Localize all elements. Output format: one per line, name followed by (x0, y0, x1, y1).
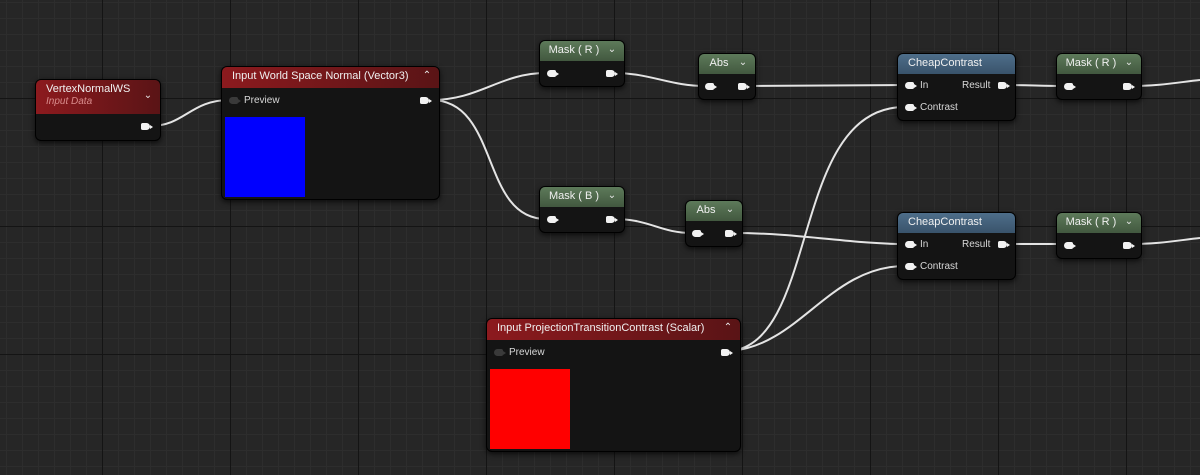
output-pin[interactable] (606, 216, 618, 223)
wire-maskr-right-top-out (1131, 79, 1200, 87)
result-pin[interactable] (998, 82, 1010, 89)
wire-worldnormal-to-maskb (430, 99, 547, 220)
node-header[interactable]: CheapContrast (898, 213, 1015, 233)
output-pin[interactable] (420, 97, 432, 104)
wire-projection-to-contrast-bottom (730, 265, 906, 352)
node-title: Abs (709, 57, 729, 69)
node-header[interactable]: Abs ⌄ (686, 201, 742, 221)
output-pin[interactable] (721, 349, 733, 356)
preview-label: Preview (509, 347, 545, 358)
chevron-down-icon[interactable]: ⌄ (725, 204, 735, 215)
node-header[interactable]: Mask ( R ) ⌄ (1057, 54, 1141, 74)
mask-b-node[interactable]: Mask ( B ) ⌄ (539, 186, 625, 233)
output-pin[interactable] (606, 70, 618, 77)
input-pin[interactable] (547, 216, 559, 223)
node-title: CheapContrast (908, 216, 982, 228)
in-label: In (920, 239, 929, 250)
node-title: Mask ( R ) (548, 44, 600, 56)
contrast-label: Contrast (920, 261, 958, 272)
node-header[interactable]: VertexNormalWS Input Data ⌄ (36, 80, 160, 114)
node-header[interactable]: Abs ⌄ (699, 54, 755, 74)
in-pin[interactable] (905, 241, 917, 248)
node-title: Mask ( R ) (1065, 57, 1117, 69)
node-header[interactable]: Input ProjectionTransitionContrast (Scal… (487, 319, 740, 340)
wire-maskr-right-bottom-out (1131, 237, 1200, 245)
chevron-up-icon[interactable]: ⌃ (422, 70, 432, 81)
output-pin[interactable] (1123, 242, 1135, 249)
mask-r-node[interactable]: Mask ( R ) ⌄ (1056, 53, 1142, 100)
node-title: CheapContrast (908, 57, 982, 69)
cheap-contrast-node[interactable]: CheapContrast In Result Contrast (897, 212, 1016, 280)
input-pin[interactable] (1064, 83, 1076, 90)
chevron-down-icon[interactable]: ⌄ (607, 44, 617, 55)
preview-label: Preview (244, 95, 280, 106)
chevron-down-icon[interactable]: ⌄ (1124, 57, 1134, 68)
abs-node[interactable]: Abs ⌄ (698, 53, 756, 100)
wire-abs-to-contrast-in-top (744, 84, 906, 87)
output-pin[interactable] (1123, 83, 1135, 90)
output-pin[interactable] (738, 83, 750, 90)
contrast-label: Contrast (920, 102, 958, 113)
input-pin[interactable] (705, 83, 717, 90)
node-header[interactable]: Mask ( R ) ⌄ (540, 41, 624, 61)
node-subtitle: Input Data (46, 96, 93, 107)
chevron-up-icon[interactable]: ⌃ (723, 322, 733, 333)
vertex-normal-ws-node[interactable]: VertexNormalWS Input Data ⌄ (35, 79, 161, 141)
input-pin[interactable] (692, 230, 704, 237)
in-label: In (920, 80, 929, 91)
preview-swatch (490, 369, 570, 449)
chevron-down-icon[interactable]: ⌄ (1124, 216, 1134, 227)
wire-projection-to-contrast-top (730, 106, 906, 352)
node-header[interactable]: Mask ( B ) ⌄ (540, 187, 624, 207)
preview-swatch (225, 117, 305, 197)
node-title: VertexNormalWS (46, 83, 131, 95)
chevron-down-icon[interactable]: ⌄ (143, 90, 153, 101)
input-pin[interactable] (1064, 242, 1076, 249)
result-label: Result (962, 239, 991, 250)
input-pin[interactable] (547, 70, 559, 77)
abs-node[interactable]: Abs ⌄ (685, 200, 743, 247)
result-pin[interactable] (998, 241, 1010, 248)
node-header[interactable]: Input World Space Normal (Vector3) ⌃ (222, 67, 439, 88)
node-title: Mask ( B ) (548, 190, 600, 202)
wire-maskr-to-abs (613, 72, 706, 87)
wire-worldnormal-to-maskr (430, 72, 547, 101)
node-title: Abs (696, 204, 716, 216)
node-header[interactable]: CheapContrast (898, 54, 1015, 74)
preview-pin[interactable] (494, 349, 506, 356)
contrast-pin[interactable] (905, 104, 917, 111)
wire-vertexnormal-to-worldnormal (149, 99, 231, 127)
output-pin[interactable] (725, 230, 737, 237)
wire-maskb-to-abs (613, 218, 693, 234)
wire-abs-to-contrast-in-bottom (732, 232, 906, 245)
mask-r-node[interactable]: Mask ( R ) ⌄ (539, 40, 625, 87)
node-title: Input World Space Normal (Vector3) (232, 70, 409, 82)
node-header[interactable]: Mask ( R ) ⌄ (1057, 213, 1141, 233)
in-pin[interactable] (905, 82, 917, 89)
result-label: Result (962, 80, 991, 91)
chevron-down-icon[interactable]: ⌄ (607, 190, 617, 201)
mask-r-node[interactable]: Mask ( R ) ⌄ (1056, 212, 1142, 259)
node-title: Input ProjectionTransitionContrast (Scal… (497, 322, 705, 334)
cheap-contrast-node[interactable]: CheapContrast In Result Contrast (897, 53, 1016, 121)
projection-transition-contrast-node[interactable]: Input ProjectionTransitionContrast (Scal… (486, 318, 741, 452)
output-pin[interactable] (141, 123, 153, 130)
chevron-down-icon[interactable]: ⌄ (738, 57, 748, 68)
preview-pin[interactable] (229, 97, 241, 104)
contrast-pin[interactable] (905, 263, 917, 270)
node-title: Mask ( R ) (1065, 216, 1117, 228)
world-space-normal-node[interactable]: Input World Space Normal (Vector3) ⌃ Pre… (221, 66, 440, 200)
